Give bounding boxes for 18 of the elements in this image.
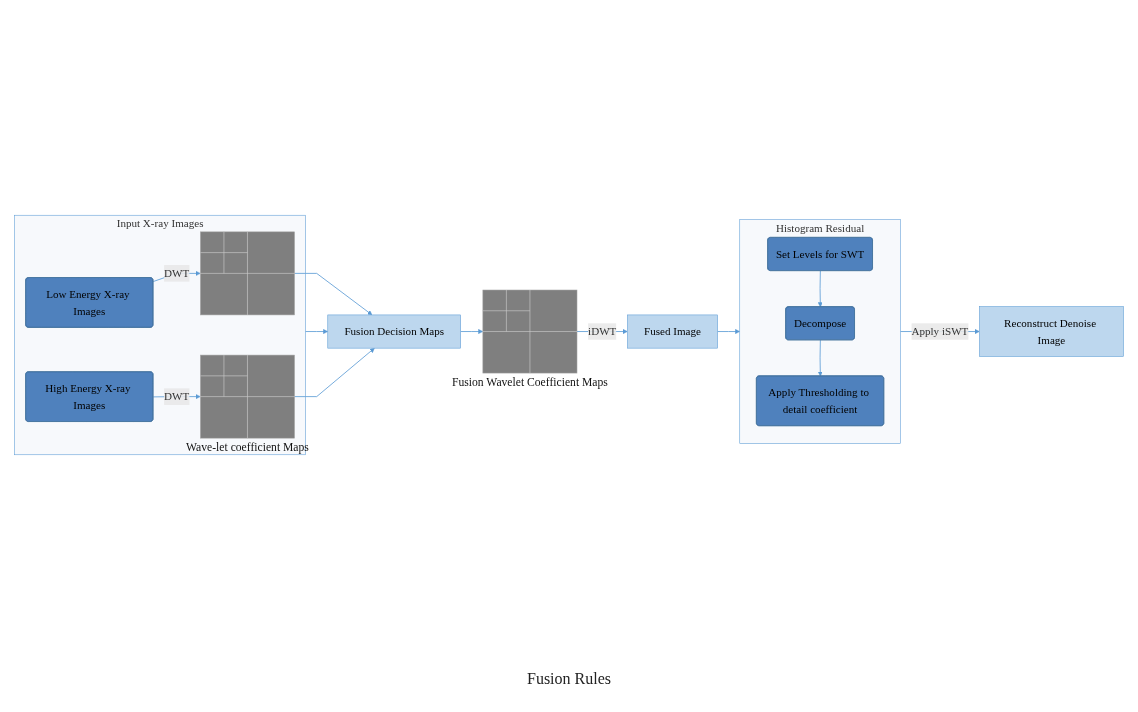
caption-text: Wave-let coefficient Maps [186, 441, 309, 455]
edge-label: DWT [164, 267, 190, 280]
process-box: Reconstruct Denoise Image [979, 306, 1124, 357]
coefficient-map-picture [200, 231, 295, 316]
process-box: Fused Image [627, 314, 718, 349]
process-box: Set Levels for SWT [767, 237, 873, 271]
process-box: Decompose [785, 306, 855, 341]
process-box: Fusion Decision Maps [327, 314, 461, 349]
coefficient-map-picture [482, 289, 578, 374]
process-box: Apply Thresholding to detail coefficient [756, 375, 885, 426]
edge-label: Apply iSWT [911, 325, 969, 338]
process-box: Low Energy X-ray Images [25, 277, 154, 328]
note-text: Fusion Rules [527, 670, 611, 687]
caption-text: Fusion Wavelet Coefficient Maps [452, 376, 608, 390]
coefficient-map-picture [200, 354, 295, 439]
process-box: High Energy X-ray Images [25, 371, 154, 422]
edge-label: iDWT [588, 325, 617, 338]
edge-label: DWT [164, 390, 190, 403]
